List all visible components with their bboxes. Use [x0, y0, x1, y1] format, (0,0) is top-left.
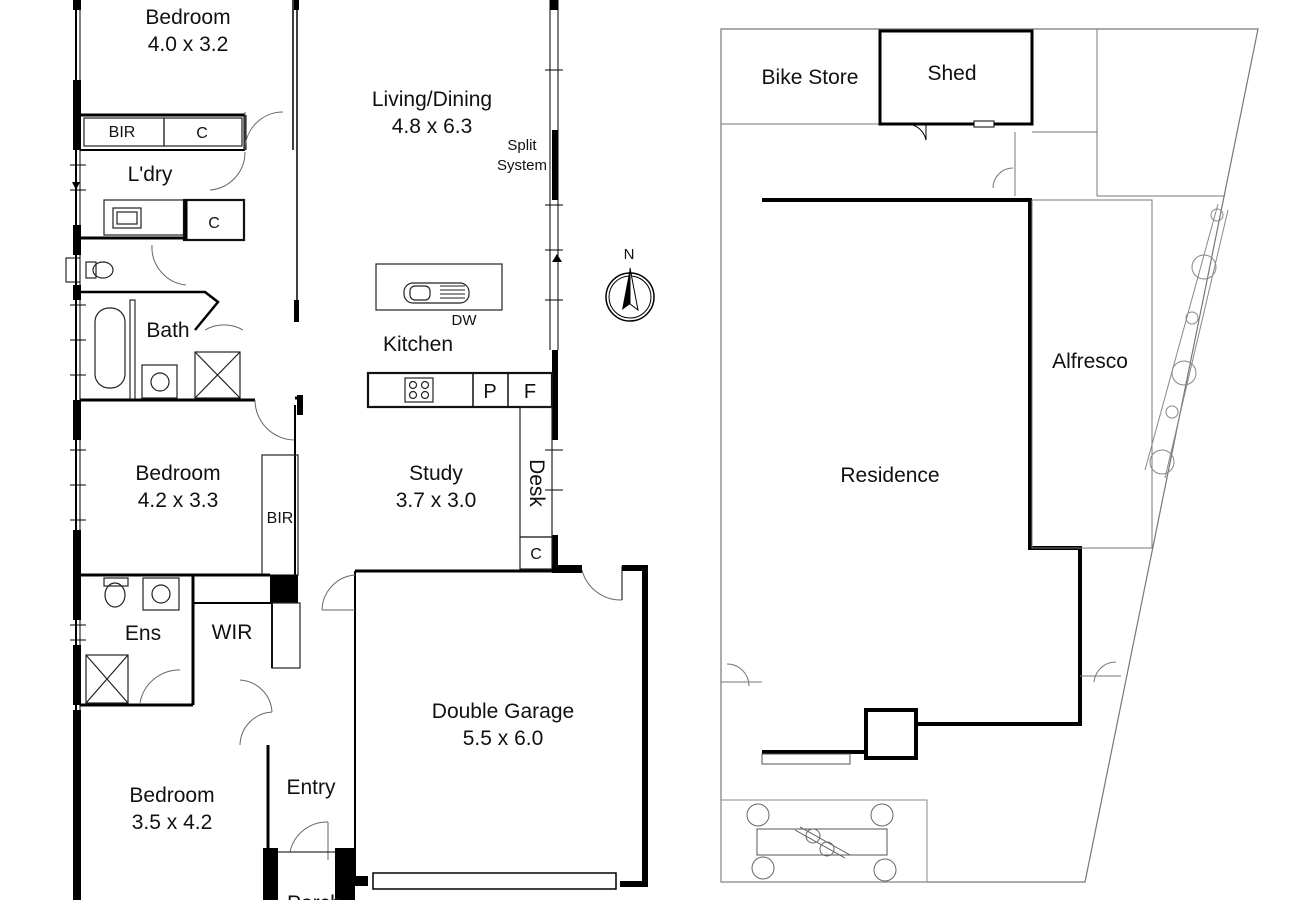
- living-dining-name: Living/Dining: [372, 88, 492, 111]
- floor-plan: [65, 0, 655, 900]
- laundry-label: L'dry: [128, 163, 173, 186]
- fridge-label: F: [524, 381, 536, 403]
- bedroom-3-size: 3.5 x 4.2: [132, 811, 213, 834]
- entry-label: Entry: [286, 776, 336, 799]
- bedroom-2-name: Bedroom: [135, 462, 220, 485]
- bath-label: Bath: [146, 319, 189, 342]
- bedroom-3-name: Bedroom: [129, 784, 214, 807]
- kitchen-label: Kitchen: [383, 333, 453, 356]
- double-garage-size: 5.5 x 6.0: [463, 727, 544, 750]
- front-garden-bed: [720, 799, 928, 883]
- cupboard-3-label: C: [530, 546, 542, 563]
- bike-store-label: Bike Store: [762, 66, 859, 89]
- compass-north-label: N: [624, 246, 635, 263]
- residence-outline: [762, 198, 1082, 760]
- kitchen-island: [375, 263, 503, 311]
- site-boundary: [720, 28, 1259, 883]
- study-name: Study: [409, 462, 463, 485]
- residence-label: Residence: [840, 464, 939, 487]
- bedroom-1-name: Bedroom: [145, 6, 230, 29]
- ensuite-room: [80, 575, 195, 707]
- west-exterior-wall: [65, 0, 86, 900]
- compass-icon: [605, 267, 655, 322]
- split-system-line-1: Split: [507, 137, 537, 154]
- bir-2-label: BIR: [267, 510, 294, 527]
- double-garage-name: Double Garage: [432, 700, 574, 723]
- site-plan: [720, 28, 1259, 883]
- study-size: 3.7 x 3.0: [396, 489, 477, 512]
- bedroom-2-size: 4.2 x 3.3: [138, 489, 219, 512]
- ensuite-label: Ens: [125, 622, 161, 645]
- desk-label: Desk: [525, 459, 548, 507]
- alfresco-label: Alfresco: [1052, 350, 1128, 373]
- shed-outline: [878, 29, 1034, 126]
- living-dining-size: 4.8 x 6.3: [392, 115, 473, 138]
- bedroom-2-walls: [80, 405, 299, 603]
- shed-label: Shed: [927, 62, 976, 85]
- planting-strip-icons: [1144, 203, 1229, 479]
- floor-plan-labels: Bedroom 4.0 x 3.2 Living/Dining 4.8 x 6.…: [109, 6, 635, 900]
- bedroom-1-size: 4.0 x 3.2: [148, 33, 229, 56]
- dishwasher-label: DW: [452, 312, 478, 329]
- alfresco-outline: [1031, 199, 1153, 549]
- cupboard-2-label: C: [208, 215, 220, 232]
- pantry-label: P: [483, 381, 496, 403]
- kitchen-bench: [366, 371, 554, 409]
- cupboard-1-label: C: [196, 125, 208, 142]
- site-plan-labels: Bike Store Shed Alfresco Residence: [762, 62, 1128, 487]
- wir-room: [193, 602, 301, 900]
- split-system-line-2: System: [497, 157, 547, 174]
- bir-1-label: BIR: [109, 124, 136, 141]
- living-east-wall: [545, 0, 563, 565]
- study-desk: [519, 406, 553, 570]
- laundry-room: [80, 151, 246, 286]
- bir-cupboard-row: [80, 111, 284, 151]
- wir-label: WIR: [212, 621, 253, 644]
- entry-area: [263, 821, 355, 900]
- garage-walls: [321, 565, 648, 890]
- porch-label-partial: Porch: [287, 892, 342, 900]
- bath-room: [80, 290, 303, 441]
